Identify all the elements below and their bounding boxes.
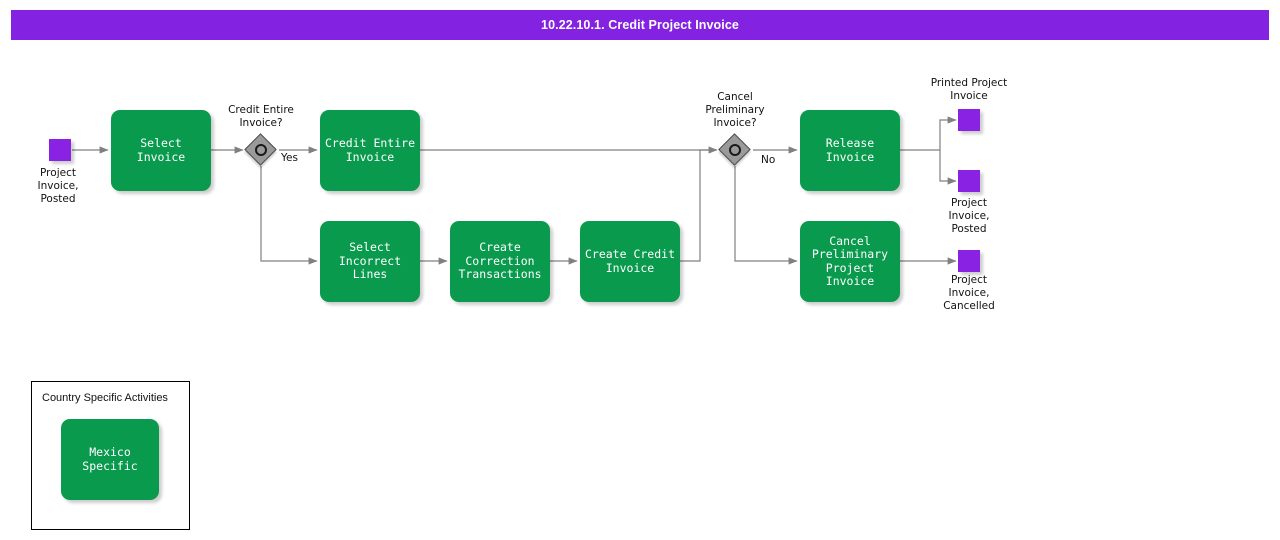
flow-gateway2-to-cancel-preliminary	[734, 166, 798, 265]
gateway-label-cancel-preliminary-invoice: Cancel Preliminary Invoice?	[705, 91, 765, 129]
gateway-label-credit-entire-invoice: Credit Entire Invoice?	[228, 104, 294, 129]
page-title-bar: 10.22.10.1. Credit Project Invoice	[11, 10, 1269, 40]
end-event-label-project-invoice-posted: Project Invoice, Posted	[948, 197, 990, 235]
inclusive-gateway-circle-icon	[255, 144, 267, 156]
flow-release-invoice-to-printed-project-invoice	[900, 116, 957, 151]
end-event-label-printed-project-invoice: Printed Project Invoice	[930, 77, 1008, 102]
task-cancel-preliminary-project-invoice[interactable]: Cancel Preliminary Project Invoice	[800, 221, 900, 302]
task-create-credit-invoice[interactable]: Create Credit Invoice	[580, 221, 680, 302]
task-select-invoice[interactable]: Select Invoice	[111, 110, 211, 191]
group-title-country-specific-activities: Country Specific Activities	[42, 392, 168, 404]
end-event-label-project-invoice-cancelled: Project Invoice, Cancelled	[943, 274, 995, 312]
flow-label-yes: Yes	[281, 152, 298, 164]
flow-gateway1-to-select-incorrect-lines	[260, 166, 318, 265]
end-event-project-invoice-posted[interactable]	[958, 170, 980, 192]
task-mexico-specific[interactable]: Mexico Specific	[61, 419, 159, 500]
end-event-printed-project-invoice[interactable]	[958, 109, 980, 131]
flow-label-no: No	[761, 154, 776, 166]
task-select-incorrect-lines[interactable]: Select Incorrect Lines	[320, 221, 420, 302]
task-release-invoice[interactable]: Release Invoice	[800, 110, 900, 191]
start-event-project-invoice-posted[interactable]	[49, 139, 71, 161]
page-title: 10.22.10.1. Credit Project Invoice	[541, 18, 739, 32]
gateway-credit-entire-invoice[interactable]	[244, 133, 277, 166]
end-event-project-invoice-cancelled[interactable]	[958, 250, 980, 272]
gateway-cancel-preliminary-invoice[interactable]	[718, 133, 751, 166]
flow-release-invoice-to-project-invoice-posted	[939, 150, 957, 185]
task-create-correction-transactions[interactable]: Create Correction Transactions	[450, 221, 550, 302]
inclusive-gateway-circle-icon	[729, 144, 741, 156]
start-event-label-project-invoice-posted: Project Invoice, Posted	[37, 167, 79, 205]
flow-create-credit-invoice-to-gateway2	[680, 149, 716, 262]
task-credit-entire-invoice[interactable]: Credit Entire Invoice	[320, 110, 420, 191]
